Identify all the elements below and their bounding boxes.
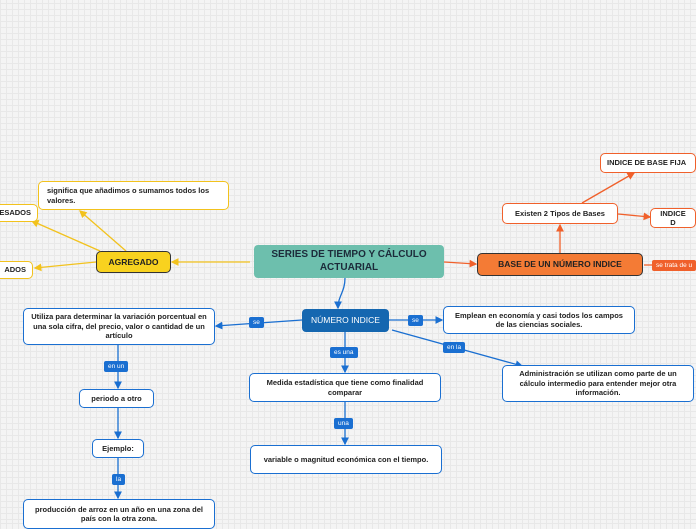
emplean-node[interactable]: Emplean en economía y casi todos los cam…	[443, 306, 635, 334]
label-en-un: en un	[104, 361, 129, 372]
base-numero-indice-node[interactable]: BASE DE UN NÚMERO INDICE	[477, 253, 643, 276]
medida-text: Medida estadística que tiene como finali…	[266, 378, 424, 397]
periodo-node[interactable]: periodo a otro	[79, 389, 154, 408]
base-fija-text: INDICE DE BASE FIJA	[607, 158, 687, 168]
base-fija-node[interactable]: INDICE DE BASE FIJA	[600, 153, 696, 173]
administracion-text: Administración se utilizan como parte de…	[519, 369, 677, 398]
numero-indice-node[interactable]: NÚMERO INDICE	[302, 309, 389, 332]
central-topic[interactable]: SERIES DE TIEMPO Y CÁLCULO ACTUARIAL	[254, 245, 444, 278]
ponderados-top-text: ESADOS	[0, 208, 31, 218]
utiliza-text: Utiliza para determinar la variación por…	[31, 312, 207, 341]
emplean-text: Emplean en economía y casi todos los cam…	[455, 310, 623, 329]
tipos-bases-node[interactable]: Existen 2 Tipos de Bases	[502, 203, 618, 224]
agregado-definition-node[interactable]: significa que añadimos o sumamos todos l…	[38, 181, 229, 210]
ejemplo-text: Ejemplo:	[102, 443, 134, 453]
variable-text: variable o magnitud económica con el tie…	[263, 454, 429, 464]
label-una: una	[334, 418, 353, 429]
agregado-definition-text: significa que añadimos o sumamos todos l…	[47, 186, 210, 205]
tipos-bases-text: Existen 2 Tipos de Bases	[515, 208, 605, 218]
label-se-right: se	[408, 315, 423, 326]
administracion-node[interactable]: Administración se utilizan como parte de…	[502, 365, 694, 402]
ponderados-bottom-node[interactable]: ADOS	[0, 261, 33, 279]
label-es-una: es una	[330, 347, 358, 358]
label-la: la	[112, 474, 126, 485]
numero-indice-label: NÚMERO INDICE	[311, 315, 380, 326]
medida-node[interactable]: Medida estadística que tiene como finali…	[249, 373, 441, 402]
base-numero-indice-label: BASE DE UN NÚMERO INDICE	[498, 259, 622, 270]
indice-d-text: INDICE D	[660, 208, 686, 227]
produccion-node[interactable]: producción de arroz en un año en una zon…	[23, 499, 215, 529]
produccion-text: producción de arroz en un año en una zon…	[35, 505, 203, 524]
central-topic-label: SERIES DE TIEMPO Y CÁLCULO ACTUARIAL	[271, 249, 427, 273]
ejemplo-node[interactable]: Ejemplo:	[92, 439, 144, 458]
periodo-text: periodo a otro	[91, 393, 142, 403]
base-relation-label: se trata de u	[652, 260, 696, 271]
label-se-left: se	[249, 317, 264, 328]
indice-d-node[interactable]: INDICE D	[650, 208, 696, 228]
agregado-label: AGREGADO	[108, 256, 159, 267]
label-en-la: en la	[443, 342, 466, 353]
ponderados-bottom-text: ADOS	[4, 265, 26, 275]
agregado-node[interactable]: AGREGADO	[96, 251, 171, 273]
ponderados-top-node[interactable]: ESADOS	[0, 204, 38, 222]
variable-node[interactable]: variable o magnitud económica con el tie…	[250, 445, 442, 474]
utiliza-node[interactable]: Utiliza para determinar la variación por…	[23, 308, 215, 345]
